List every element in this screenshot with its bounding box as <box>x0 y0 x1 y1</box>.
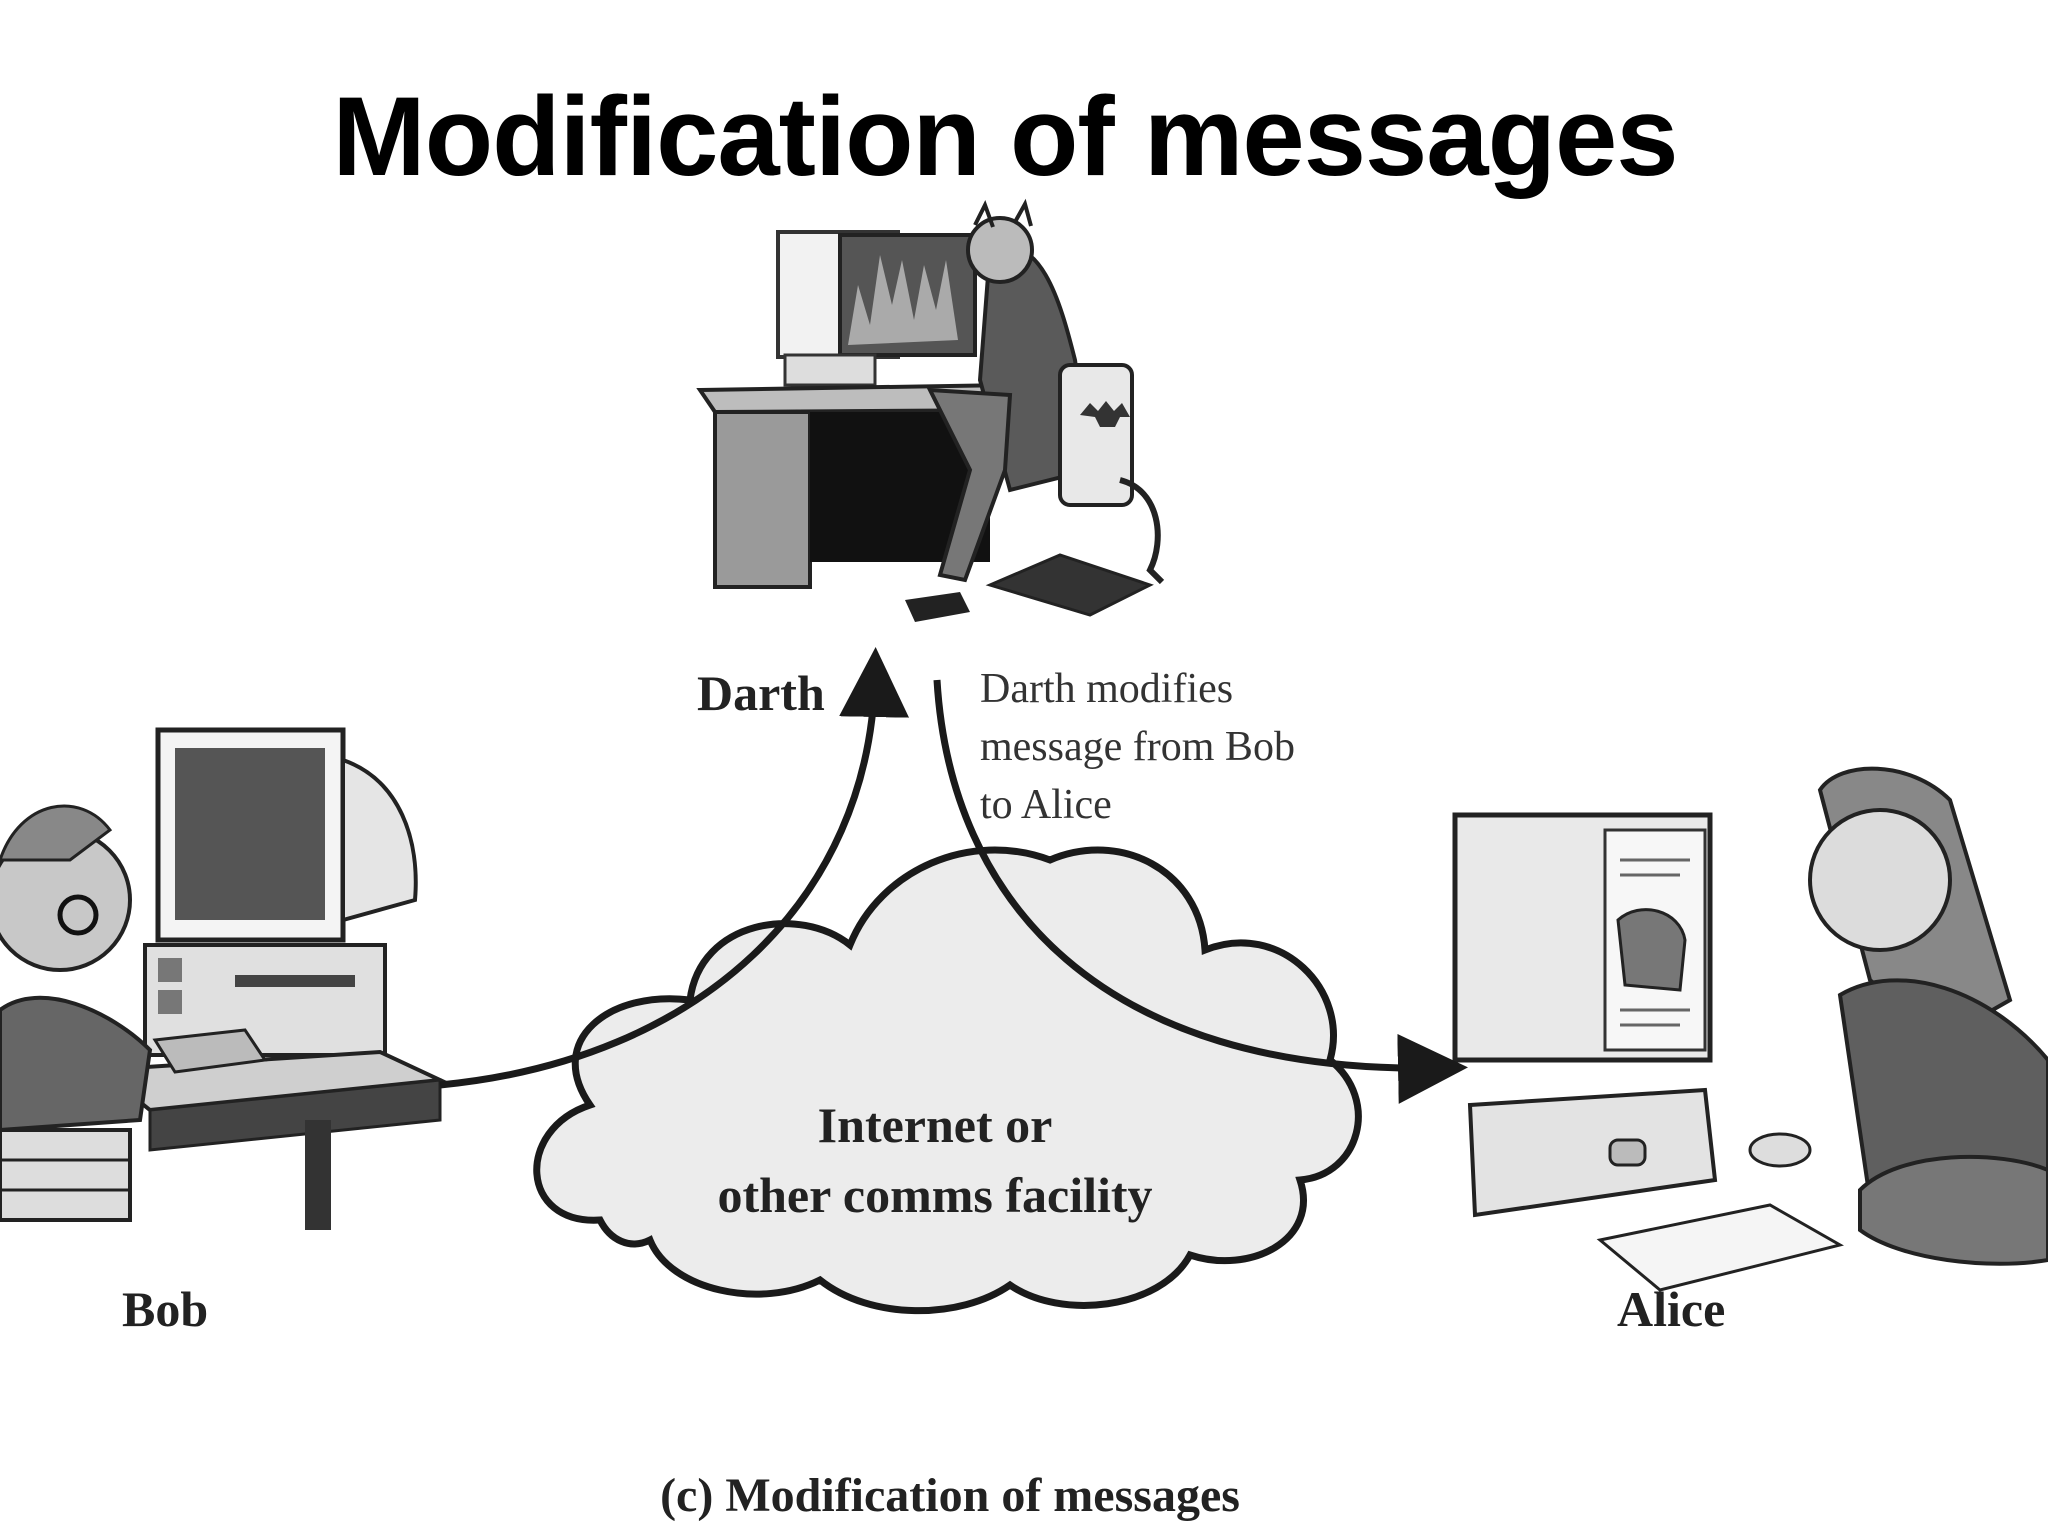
darth-label: Darth <box>697 665 825 721</box>
darth-note-line-1: Darth modifies <box>980 666 1234 712</box>
internet-cloud <box>533 846 1362 1315</box>
cloud-label: Internet or other comms facility <box>640 1090 1230 1230</box>
darth-illustration <box>696 198 1165 622</box>
darth-note: Darth modifies message from Bob to Alice <box>980 660 1295 834</box>
darth-note-line-2: message from Bob <box>980 724 1295 770</box>
path-darth-to-alice-arrow <box>933 679 1468 1104</box>
slide-title: Modification of messages <box>332 74 1678 199</box>
bob-illustration <box>0 727 448 1230</box>
cloud-label-line-1: Internet or <box>817 1097 1053 1153</box>
alice-label: Alice <box>1617 1281 1726 1337</box>
alice-illustration <box>1452 766 2048 1292</box>
darth-note-line-3: to Alice <box>980 782 1112 828</box>
cloud-label-line-2: other comms facility <box>717 1167 1153 1223</box>
figure-caption: (c) Modification of messages <box>660 1469 1240 1522</box>
path-bob-to-darth-arrow <box>439 647 910 1089</box>
bob-label: Bob <box>122 1281 209 1337</box>
